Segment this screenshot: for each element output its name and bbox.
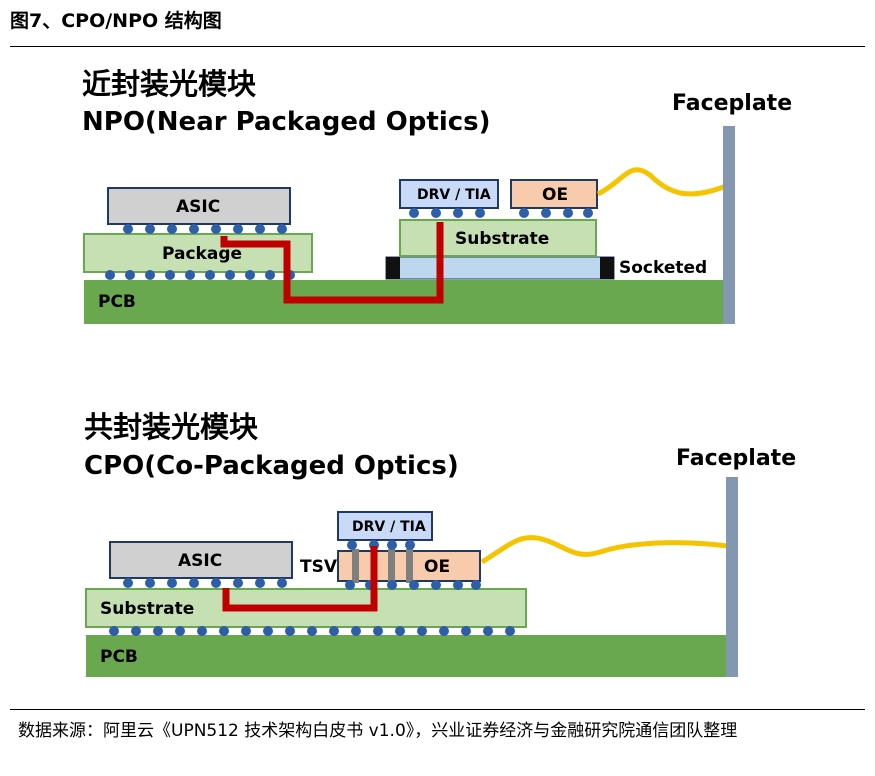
npo-socketed-label: Socketed xyxy=(619,258,707,278)
npo-oe-label: OE xyxy=(542,185,568,205)
npo-signal-trace xyxy=(220,222,444,304)
npo-faceplate-label: Faceplate xyxy=(672,91,792,116)
cpo-title-en: CPO(Co-Packaged Optics) xyxy=(84,451,459,481)
cpo-oe-label: OE xyxy=(424,557,450,577)
bottom-divider xyxy=(10,709,865,710)
cpo-signal-trace xyxy=(222,546,378,612)
npo-drv-tia xyxy=(399,179,499,209)
cpo-tsv-label: TSV xyxy=(300,557,338,577)
npo-pcb-label: PCB xyxy=(98,292,136,312)
cpo-asic-bumps xyxy=(123,578,287,588)
cpo-oe-bumps xyxy=(345,580,481,590)
npo-package-label: Package xyxy=(162,244,242,264)
cpo-pcb xyxy=(86,635,726,677)
npo-socket-right-clip xyxy=(600,257,614,279)
npo-asic xyxy=(107,187,291,225)
figure-title: 图7、CPO/NPO 结构图 xyxy=(10,10,222,32)
cpo-drv-tia xyxy=(337,511,433,541)
npo-fiber xyxy=(596,167,727,197)
npo-chip-bumps xyxy=(409,208,593,218)
cpo-pcb-label: PCB xyxy=(100,647,138,667)
npo-socket-left-clip xyxy=(386,257,400,279)
npo-asic-bumps xyxy=(123,224,287,234)
npo-substrate-label: Substrate xyxy=(455,229,549,249)
npo-package xyxy=(83,233,313,273)
cpo-drv-tia-label: DRV / TIA xyxy=(352,519,426,535)
npo-title-cn: 近封装光模块 xyxy=(82,67,256,101)
npo-socket xyxy=(385,256,615,280)
cpo-asic xyxy=(109,541,293,579)
npo-faceplate xyxy=(723,126,735,324)
top-divider xyxy=(10,46,865,47)
npo-oe xyxy=(510,179,598,209)
cpo-fiber xyxy=(480,535,729,565)
source-note: 数据来源：阿里云《UPN512 技术架构白皮书 v1.0》，兴业证券经济与金融研… xyxy=(18,721,738,741)
cpo-substrate-label: Substrate xyxy=(100,599,194,619)
cpo-faceplate-label: Faceplate xyxy=(676,446,796,471)
structure-diagram: 近封装光模块 NPO(Near Packaged Optics) Facepla… xyxy=(82,67,796,677)
cpo-faceplate xyxy=(726,477,738,677)
cpo-drv-bumps xyxy=(347,540,415,550)
npo-asic-label: ASIC xyxy=(176,197,220,217)
npo-drv-tia-label: DRV / TIA xyxy=(417,187,491,203)
cpo-asic-label: ASIC xyxy=(178,551,222,571)
cpo-substrate-bumps xyxy=(109,626,515,636)
npo-title-en: NPO(Near Packaged Optics) xyxy=(82,107,491,137)
npo-substrate xyxy=(399,219,597,257)
cpo-title-cn: 共封装光模块 xyxy=(84,410,258,444)
cpo-tsv-pillars xyxy=(352,549,413,583)
